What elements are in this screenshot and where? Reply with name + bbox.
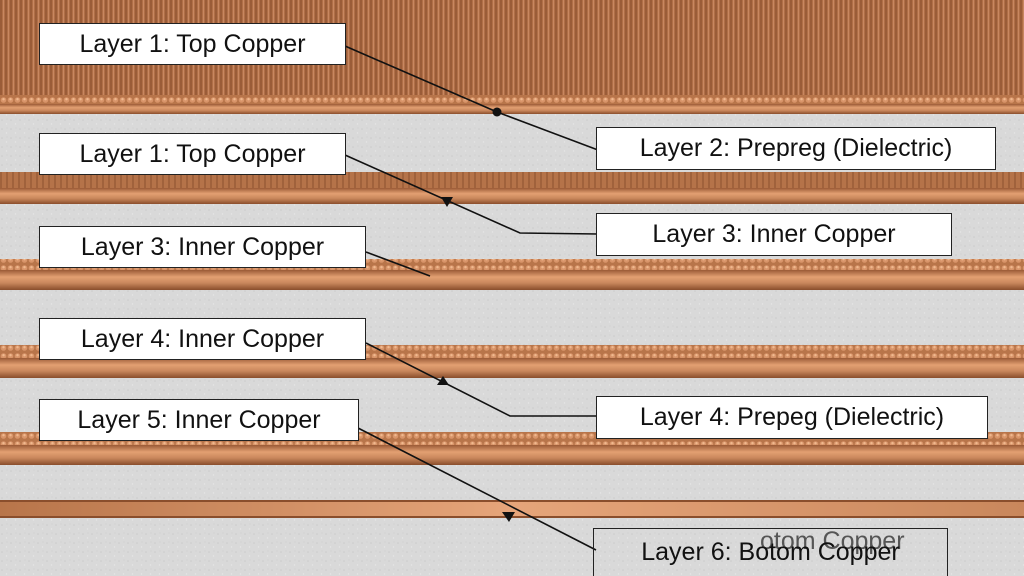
label-layer4-prepeg: Layer 4: Prepeg (Dielectric) [596, 396, 988, 439]
leader-arrow-marker-2 [437, 376, 449, 385]
label-layer6-bottom-copper: Layer 6: Botom Copper [593, 528, 948, 576]
label-layer2-prepreg: Layer 2: Prepreg (Dielectric) [596, 127, 996, 170]
label-layer1-top-copper: Layer 1: Top Copper [39, 23, 346, 65]
label-layer1-top-copper-second: Layer 1: Top Copper [39, 133, 346, 175]
copper-layer-2 [0, 172, 1024, 204]
leader-dot-marker [492, 107, 502, 117]
ghost-label-text: otom Copper [760, 527, 905, 555]
leader-line-2 [344, 154, 599, 235]
leader-line-5 [357, 427, 597, 551]
leader-arrow-marker-3 [502, 512, 515, 522]
leader-arrow-marker-1 [441, 197, 453, 207]
leader-line-4 [365, 342, 598, 417]
label-layer4-inner-copper-left: Layer 4: Inner Copper [39, 318, 366, 360]
leader-line-3 [365, 251, 431, 277]
label-layer3-inner-copper-right: Layer 3: Inner Copper [596, 213, 952, 256]
copper-layer-1 [0, 0, 1024, 114]
label-layer3-inner-copper-left: Layer 3: Inner Copper [39, 226, 366, 268]
label-layer5-inner-copper: Layer 5: Inner Copper [39, 399, 359, 441]
